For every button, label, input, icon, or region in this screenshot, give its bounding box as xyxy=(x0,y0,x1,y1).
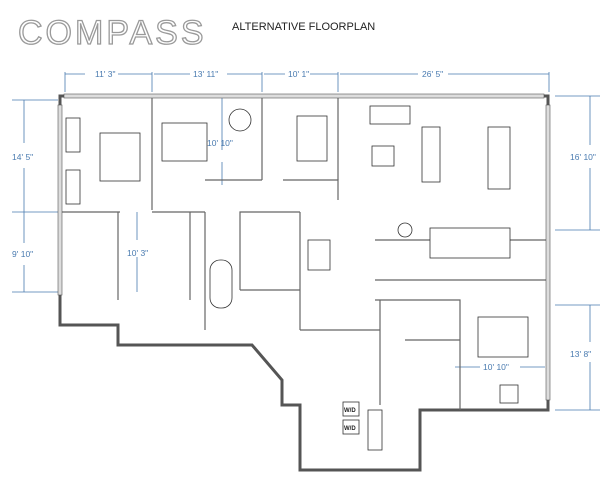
washer-dryer-2-label: W/D xyxy=(344,426,356,432)
bathtub xyxy=(209,259,233,309)
windows xyxy=(57,93,551,401)
side-table xyxy=(499,384,519,404)
washer-dryer-1 xyxy=(342,401,360,417)
shower xyxy=(307,239,331,271)
round-table xyxy=(228,108,252,132)
sofa-top xyxy=(369,105,411,125)
dim-left-1: 14' 5" xyxy=(12,152,33,162)
armchair xyxy=(371,145,395,167)
dresser-2 xyxy=(65,169,81,205)
bed-1 xyxy=(99,132,141,182)
floorplan-title: ALTERNATIVE FLOORPLAN xyxy=(232,21,376,33)
dim-right-1: 16' 10" xyxy=(570,152,596,162)
dim-interior-3: 10' 10" xyxy=(483,362,509,372)
dim-top-3: 10' 1" xyxy=(288,69,309,79)
dim-top-2: 13' 11" xyxy=(193,69,218,79)
dresser-1 xyxy=(65,117,81,153)
plant xyxy=(397,222,413,238)
dimension-lines xyxy=(12,72,600,411)
compass-logo: COMPASS xyxy=(17,13,207,52)
dim-interior-1: 10' 10" xyxy=(207,138,233,148)
kitchen-island xyxy=(429,227,511,259)
dining-table xyxy=(487,126,511,190)
furniture xyxy=(65,105,529,451)
bed-3 xyxy=(477,316,529,358)
dim-interior-2: 10' 3" xyxy=(127,248,148,258)
washer-dryer-2 xyxy=(342,419,360,435)
dimension-labels: 11' 3" 13' 11" 10' 1" 26' 5" 14' 5" 9' 1… xyxy=(12,69,596,372)
washer-dryer-1-label: W/D xyxy=(344,408,356,414)
dim-top-1: 11' 3" xyxy=(95,69,116,79)
desk xyxy=(296,115,328,162)
dim-right-2: 13' 8" xyxy=(570,349,591,359)
dim-left-2: 9' 10" xyxy=(12,249,33,259)
dim-top-4: 26' 5" xyxy=(422,69,443,79)
bed-2 xyxy=(161,122,208,162)
shower-2 xyxy=(367,409,383,451)
sofa xyxy=(421,126,441,183)
